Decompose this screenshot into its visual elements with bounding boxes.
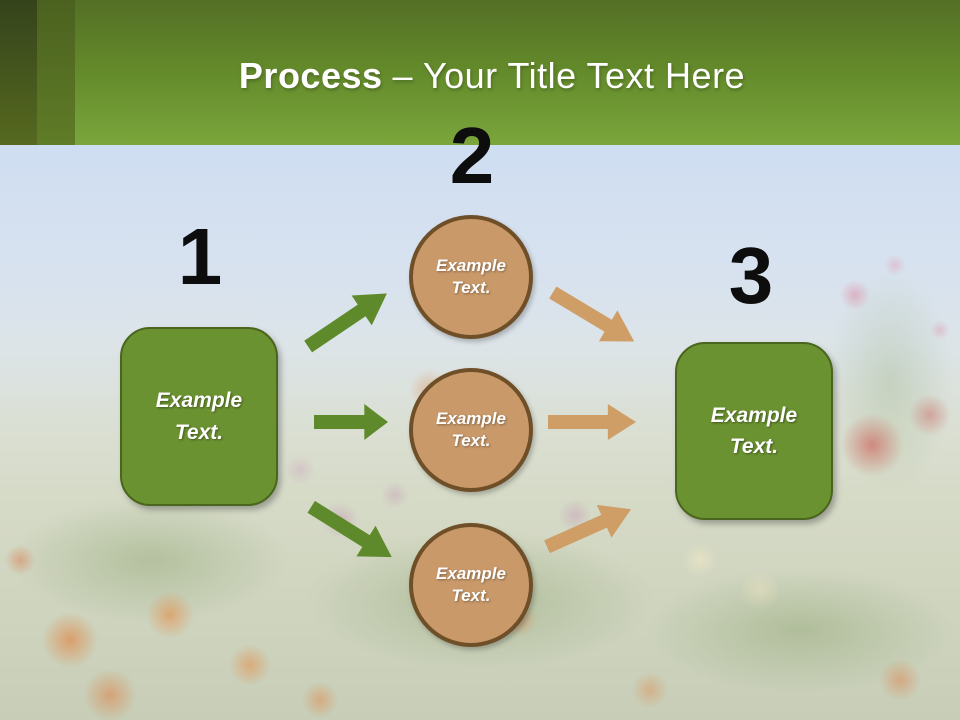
step-number-1: 1: [177, 212, 223, 301]
process-box-left-label: Example Text.: [155, 389, 243, 444]
title-subtitle: – Your Title Text Here: [392, 54, 746, 96]
arrow-shape: [314, 404, 388, 440]
title-keyword: Process: [238, 54, 383, 96]
step-number-2: 2: [449, 111, 495, 200]
process-box-right-label: Example Text.: [710, 403, 798, 459]
arrow-box1-to-bottom-circle-icon: [307, 500, 392, 558]
process-circle-bottom-label: Example Text.: [436, 563, 506, 605]
arrow-box1-to-middle-circle-icon: [314, 404, 388, 440]
arrow-top-circle-to-box3-icon: [549, 286, 635, 342]
process-circle-top: Example Text.: [409, 215, 533, 339]
process-circle-top-label: Example Text.: [436, 255, 506, 297]
arrow-shape: [544, 504, 632, 554]
process-circle-middle-label: Example Text.: [436, 408, 506, 450]
step-number-3: 3: [728, 231, 774, 320]
slide-title: Process– Your Title Text Here: [215, 49, 745, 97]
header-stripe-dark: [0, 0, 37, 145]
header-band: Process– Your Title Text Here: [0, 0, 960, 145]
arrow-shape: [304, 293, 387, 353]
header-stripe-medium: [37, 0, 75, 145]
process-circle-middle: Example Text.: [409, 368, 533, 492]
arrow-middle-circle-to-box3-icon: [548, 404, 636, 440]
process-box-right: Example Text.: [675, 342, 833, 520]
arrow-shape: [548, 404, 636, 440]
process-circle-bottom: Example Text.: [409, 523, 533, 647]
arrow-bottom-circle-to-box3-icon: [544, 504, 632, 554]
arrow-shape: [307, 500, 392, 558]
process-box-left: Example Text.: [120, 327, 278, 506]
arrow-shape: [549, 286, 635, 342]
arrow-box1-to-top-circle-icon: [304, 293, 387, 353]
